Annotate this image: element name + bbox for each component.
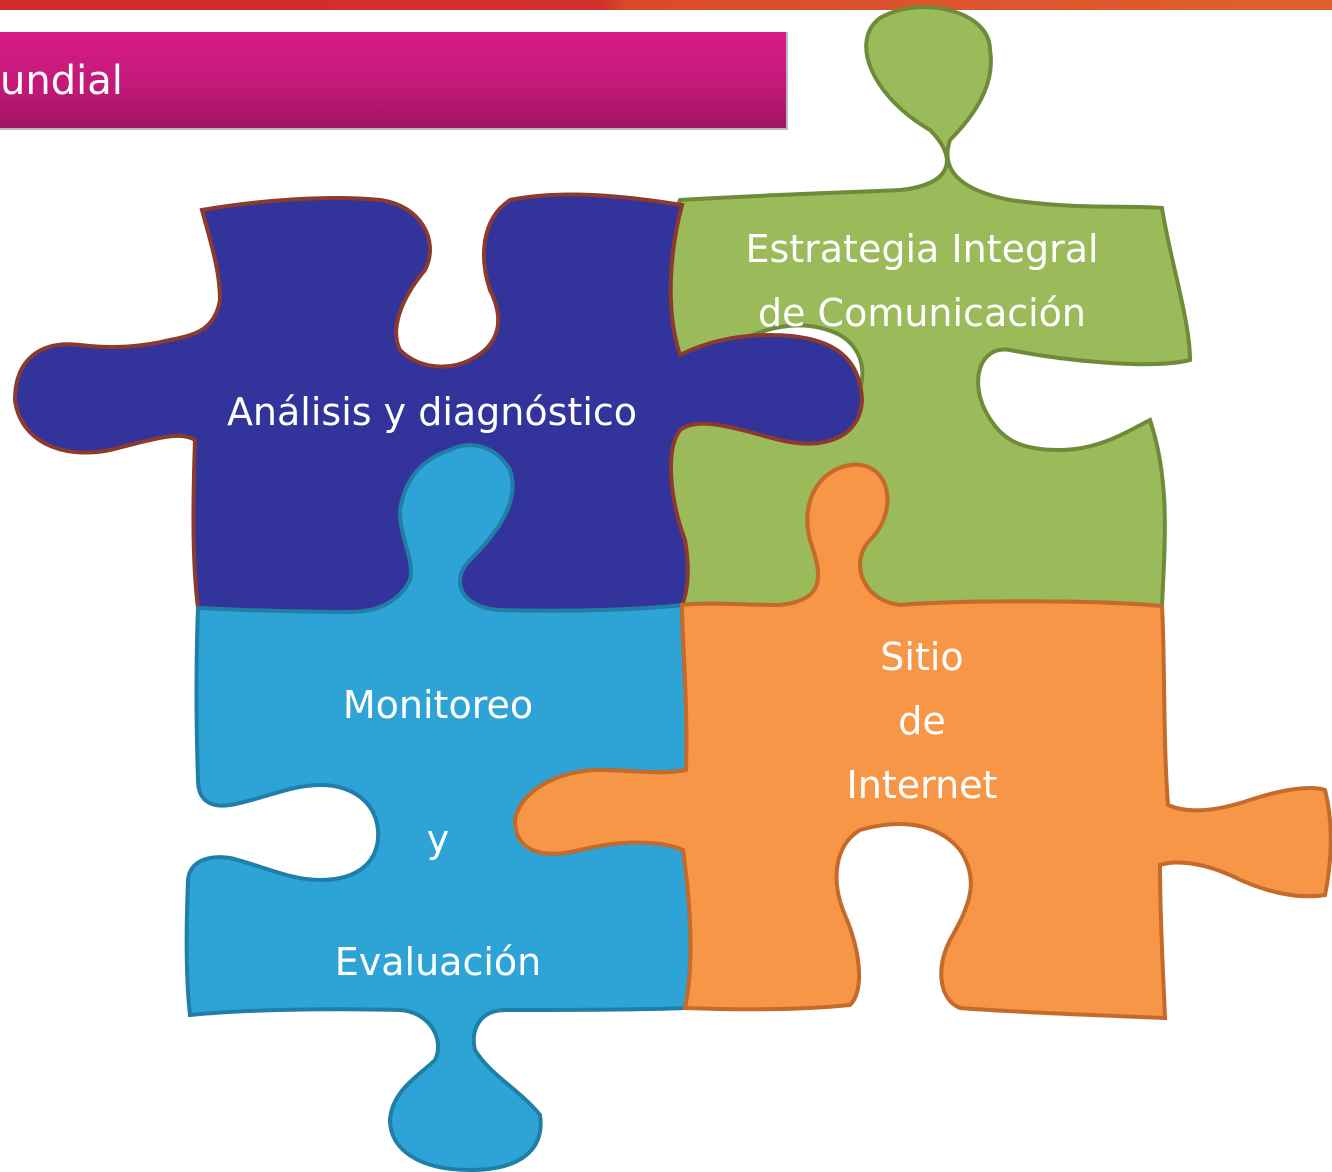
piece-label-website-line3: Internet: [847, 763, 998, 807]
piece-label-monitoring-line1: Monitoreo: [343, 683, 533, 727]
piece-label-analysis: Análisis y diagnóstico: [227, 390, 637, 434]
piece-label-strategy-line1: Estrategia Integral: [745, 227, 1098, 271]
piece-label-website-line1: Sitio: [880, 635, 963, 679]
piece-website: [512, 462, 1332, 1021]
piece-label-monitoring-line3: Evaluación: [335, 940, 542, 984]
top-accent-bar: [0, 0, 1332, 10]
piece-label-website-line2: de: [898, 699, 946, 743]
title-banner: [0, 32, 788, 130]
page-title: undial: [0, 58, 123, 104]
piece-monitoring: [184, 443, 693, 1172]
piece-label-monitoring-line2: y: [427, 817, 450, 861]
piece-label-strategy-line2: de Comunicación: [758, 291, 1086, 335]
